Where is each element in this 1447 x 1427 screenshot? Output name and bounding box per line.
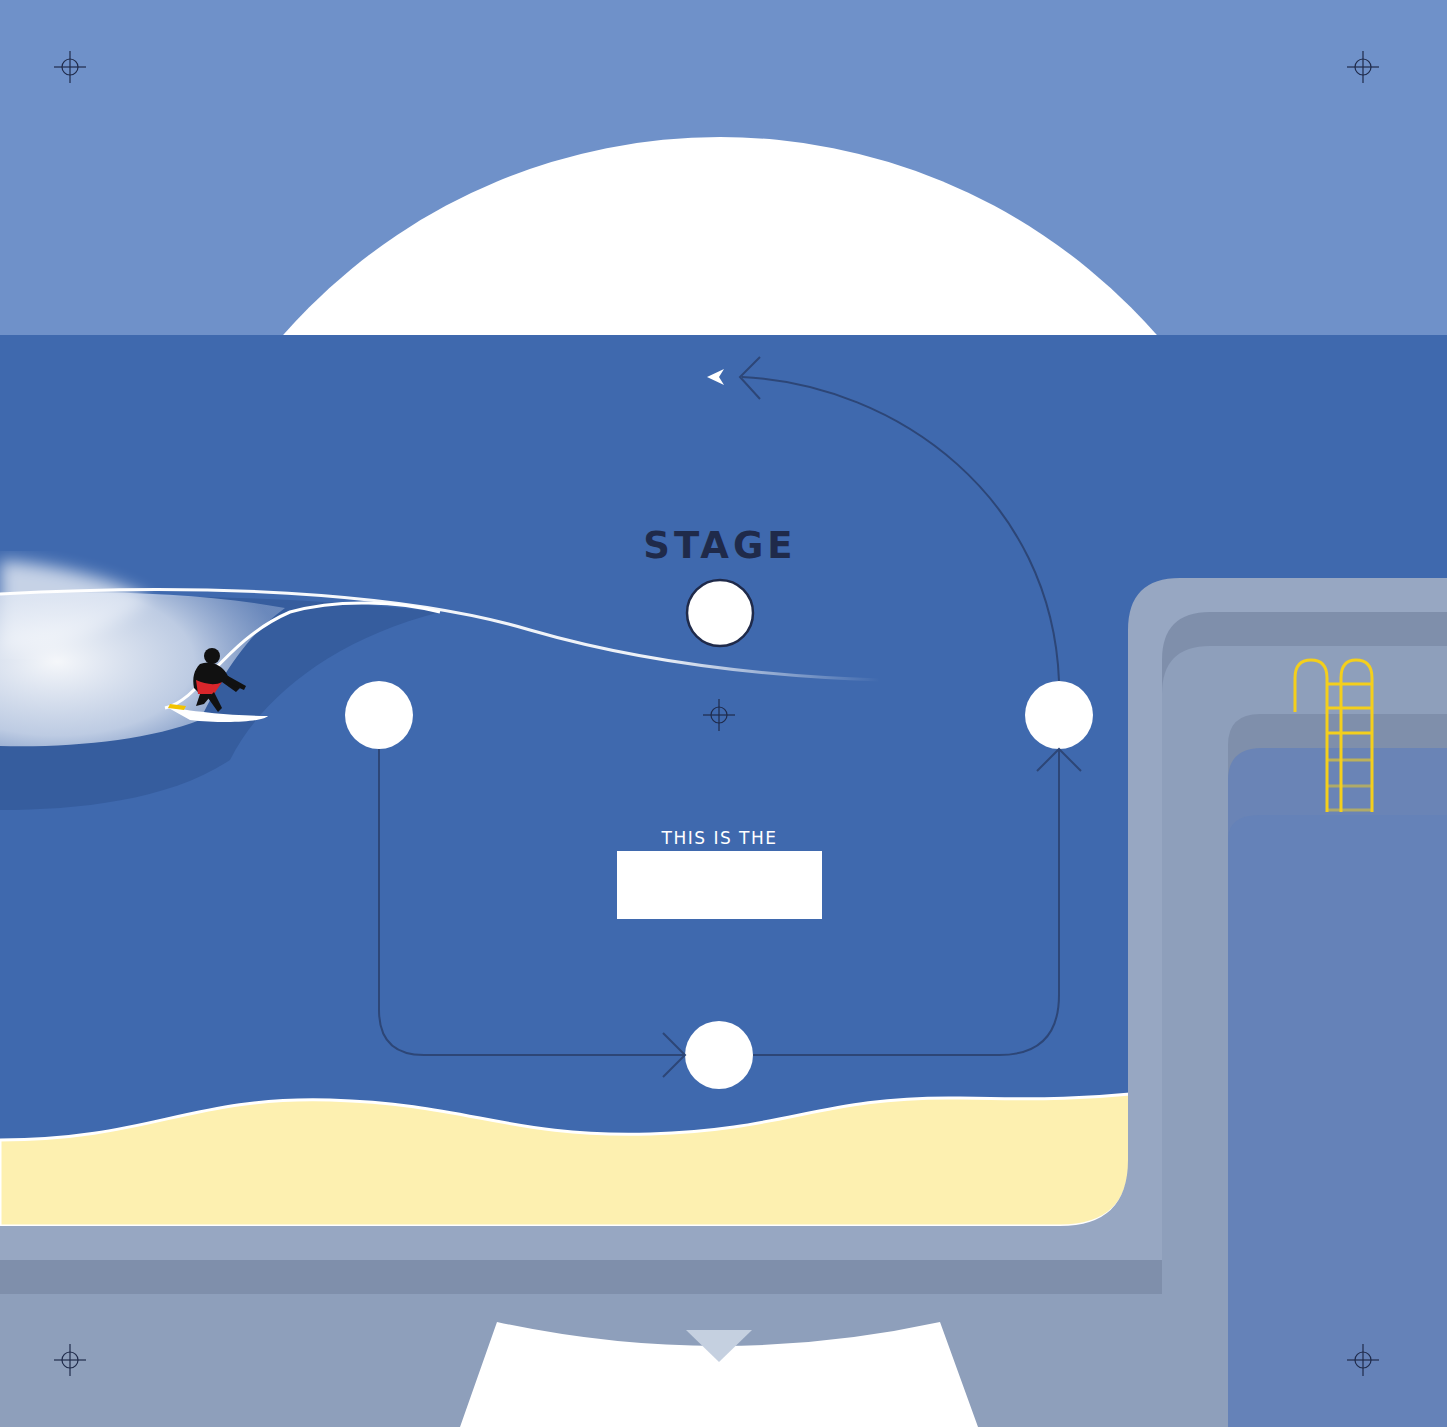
stage-node bbox=[1025, 681, 1093, 749]
circle-shape bbox=[685, 1021, 753, 1089]
wave-foam bbox=[0, 592, 285, 746]
circle-shape bbox=[345, 681, 413, 749]
surfer bbox=[165, 648, 268, 722]
blank-plate bbox=[617, 851, 822, 919]
circle-outline bbox=[685, 1021, 753, 1089]
name-plate: THIS IS THE bbox=[617, 828, 822, 919]
stage-node bbox=[345, 681, 413, 749]
flow-connector bbox=[379, 749, 685, 1055]
pool-water bbox=[1228, 815, 1447, 1427]
flow-connector bbox=[753, 749, 1059, 1055]
pool-ladder bbox=[1295, 660, 1372, 812]
stage-heading: STAGE bbox=[640, 524, 800, 567]
pool-deck bbox=[1162, 646, 1447, 1427]
sea bbox=[0, 335, 1447, 1427]
stage-node bbox=[685, 1021, 753, 1089]
circle-outline bbox=[345, 681, 413, 749]
pool-step bbox=[1228, 714, 1447, 1427]
pool-step-lower bbox=[1228, 748, 1447, 1427]
bottom-opening bbox=[460, 1322, 978, 1427]
circle-outline bbox=[1025, 681, 1093, 749]
frame-floor bbox=[0, 1294, 1162, 1427]
stage-node: STAGE bbox=[640, 524, 800, 648]
plate-caption: THIS IS THE bbox=[617, 828, 822, 848]
pool-wall bbox=[1162, 612, 1447, 1427]
crosshairs bbox=[54, 51, 1379, 1376]
circle-shape bbox=[1025, 681, 1093, 749]
direction-marker bbox=[707, 369, 724, 385]
circle-outline bbox=[687, 580, 753, 646]
sun-dome bbox=[139, 137, 1301, 335]
beach bbox=[0, 1094, 1130, 1226]
pool-frame bbox=[0, 578, 1447, 1427]
circle-bounds bbox=[686, 579, 754, 647]
exit-arrowhead bbox=[740, 357, 760, 399]
frame-shade bbox=[0, 1260, 1162, 1294]
down-marker bbox=[686, 1330, 752, 1362]
